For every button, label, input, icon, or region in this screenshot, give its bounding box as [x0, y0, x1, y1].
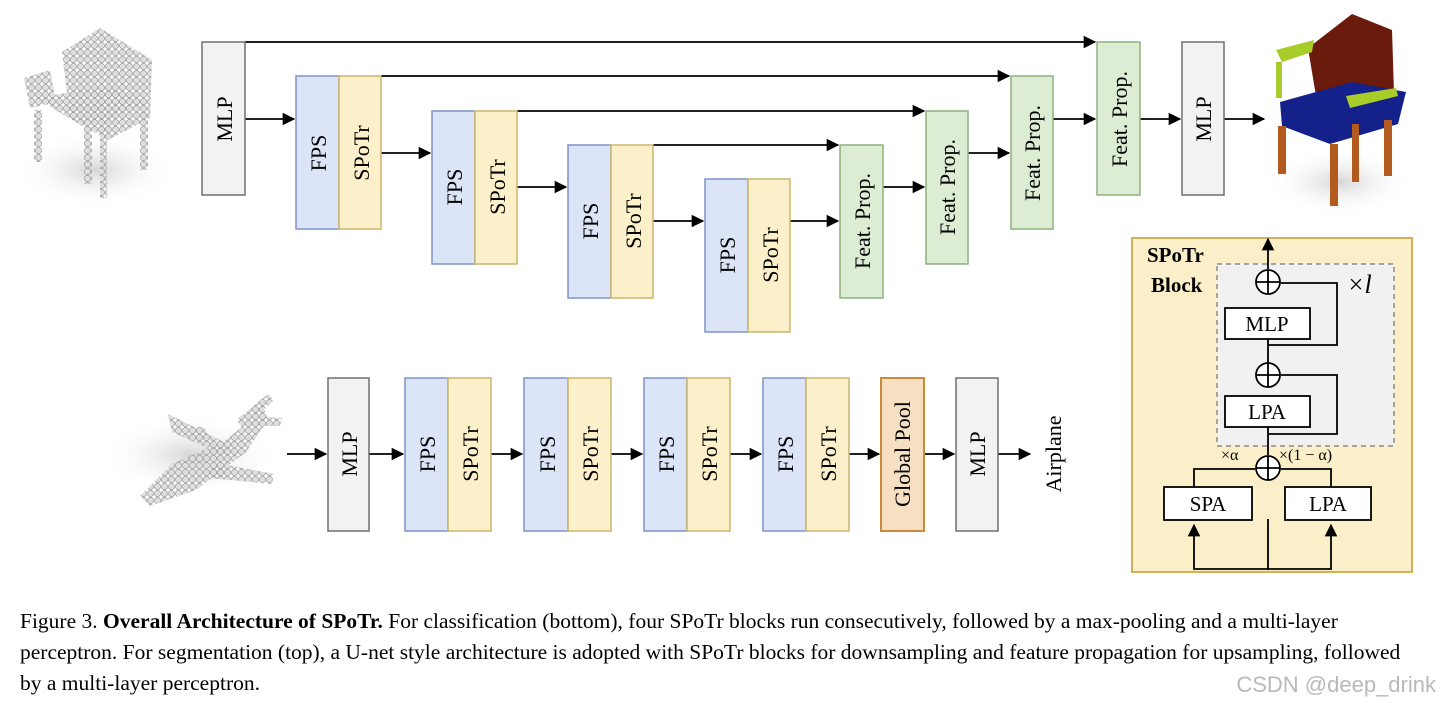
seg-fps-1-box [295, 75, 340, 230]
feat-prop-4-box [1096, 41, 1141, 196]
architecture-diagram: MLP FPS SPoTr FPS SPoTr FPS SPoTr FPS SP… [15, 14, 1413, 573]
seg-spotr-4-label: SPoTr [758, 227, 783, 283]
input-chair-pointcloud [15, 28, 175, 208]
block-spa-box [1163, 486, 1253, 521]
block-title-line1: SPoTr [1147, 243, 1204, 267]
global-pool-box [880, 377, 925, 532]
seg-spotr-2-box [474, 110, 518, 265]
feat-prop-3-box [1010, 75, 1054, 230]
seg-fps-4-box [704, 178, 749, 333]
cls-spotr-2-label: SPoTr [578, 426, 603, 482]
add-circle-middle [1255, 362, 1281, 388]
block-title-line2: Block [1151, 273, 1203, 297]
seg-mlp-in-box [201, 41, 246, 196]
feat-prop-3-label: Feat. Prop. [1020, 105, 1045, 201]
block-mlp-box [1224, 307, 1311, 340]
cls-fps-4-box [762, 377, 807, 532]
feat-prop-2-box [925, 110, 969, 265]
block-lpa2-label: LPA [1309, 492, 1348, 516]
seg-mlp-out-box [1181, 41, 1225, 196]
seg-spotr-1-label: SPoTr [349, 125, 374, 181]
cls-fps-4-label: FPS [773, 436, 798, 473]
cls-mlp-in-label: MLP [337, 431, 362, 476]
add-circle-bottom [1255, 455, 1281, 481]
cls-mlp-out-box [955, 377, 999, 532]
cls-spotr-3-label: SPoTr [697, 426, 722, 482]
cls-fps-1-box [404, 377, 449, 532]
block-spa-label: SPA [1190, 492, 1227, 516]
seg-spotr-1-box [338, 75, 382, 230]
add-circle-top [1255, 269, 1281, 295]
output-segmented-chair [1268, 14, 1412, 216]
block-mlp-label: MLP [1245, 312, 1288, 336]
cls-spotr-1-box [447, 377, 492, 532]
seg-fps-2-label: FPS [442, 169, 467, 206]
class-output-label: Airplane [1041, 416, 1066, 493]
cls-spotr-4-label: SPoTr [816, 426, 841, 482]
global-pool-label: Global Pool [890, 401, 915, 507]
feat-prop-1-label: Feat. Prop. [850, 173, 875, 269]
cls-spotr-4-box [805, 377, 850, 532]
input-airplane-pointcloud [100, 394, 282, 506]
seg-fps-3-box [567, 144, 612, 299]
seg-spotr-4-box [747, 178, 791, 333]
feat-prop-1-box [839, 144, 884, 299]
repeat-count-label: ×l [1347, 270, 1372, 299]
classification-network: MLP FPS SPoTr FPS SPoTr FPS SPoTr FPS SP… [287, 377, 1066, 532]
seg-mlp-out-label: MLP [1191, 96, 1216, 141]
seg-fps-2-box [431, 110, 476, 265]
cls-fps-3-label: FPS [654, 436, 679, 473]
caption-figure-number: Figure 3. [20, 609, 98, 633]
spotr-block-detail: SPoTr Block ×l MLP LPA SPA LPA [1131, 237, 1413, 573]
figure-caption: Figure 3. Overall Architecture of SPoTr.… [20, 606, 1420, 699]
seg-spotr-3-label: SPoTr [621, 193, 646, 249]
seg-fps-3-label: FPS [578, 203, 603, 240]
caption-body: For classification (bottom), four SPoTr … [20, 609, 1401, 695]
seg-spotr-2-label: SPoTr [485, 159, 510, 215]
alpha-weight-label: ×α [1221, 447, 1239, 464]
feat-prop-2-label: Feat. Prop. [935, 139, 960, 235]
block-lpa2-box [1284, 486, 1372, 521]
cls-spotr-2-box [567, 377, 612, 532]
cls-spotr-3-box [686, 377, 731, 532]
cls-fps-2-label: FPS [535, 436, 560, 473]
cls-fps-2-box [523, 377, 569, 532]
cls-mlp-in-box [327, 377, 370, 532]
seg-fps-4-label: FPS [715, 237, 740, 274]
seg-fps-1-label: FPS [306, 135, 331, 172]
seg-mlp-in-label: MLP [212, 96, 237, 141]
seg-spotr-3-box [610, 144, 654, 299]
block-lpa-label: LPA [1248, 400, 1287, 424]
watermark: CSDN @deep_drink [1236, 672, 1436, 697]
cls-fps-1-label: FPS [415, 436, 440, 473]
block-lpa-box [1224, 395, 1311, 428]
cls-mlp-out-label: MLP [965, 431, 990, 476]
caption-title: Overall Architecture of SPoTr. [103, 609, 383, 633]
one-minus-alpha-weight-label: ×(1 − α) [1279, 447, 1332, 464]
feat-prop-4-label: Feat. Prop. [1107, 71, 1132, 167]
cls-spotr-1-label: SPoTr [458, 426, 483, 482]
segmentation-network: MLP FPS SPoTr FPS SPoTr FPS SPoTr FPS SP… [201, 35, 1266, 333]
